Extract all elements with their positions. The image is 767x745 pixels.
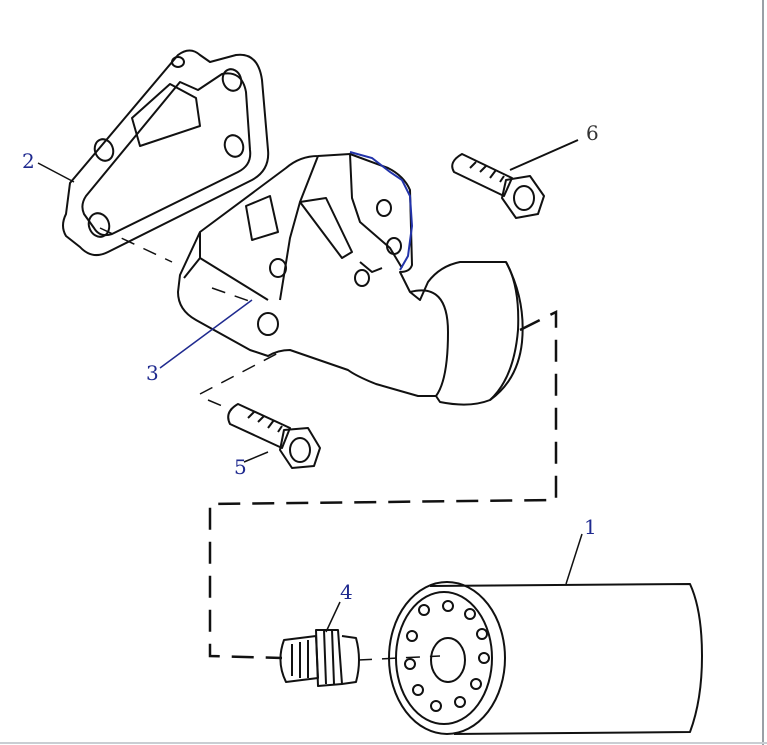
callout-2: 2 (22, 149, 35, 173)
callout-1: 1 (584, 515, 597, 539)
leader-line-4 (325, 601, 341, 633)
callout-4: 4 (340, 580, 353, 604)
gasket-part-2 (62, 49, 270, 257)
callout-6: 6 (586, 121, 599, 145)
bolt-part-6 (451, 153, 545, 219)
alignment-dash-lines (99, 227, 441, 661)
housing-mating-face-outline (349, 151, 414, 271)
callout-5: 5 (234, 455, 247, 479)
leader-line-2 (37, 162, 75, 183)
leader-line-1 (565, 533, 583, 585)
callout-3: 3 (146, 361, 159, 385)
oil-filter-part-1 (388, 581, 703, 735)
leader-line-3 (159, 299, 253, 369)
leader-line-6 (509, 139, 579, 171)
filter-adaptor-housing-part-3 (177, 153, 524, 406)
leader-line-5 (243, 451, 269, 463)
bolt-part-5 (227, 403, 321, 469)
threaded-adaptor-part-4 (279, 629, 360, 687)
assembly-dash-lines (208, 309, 558, 660)
